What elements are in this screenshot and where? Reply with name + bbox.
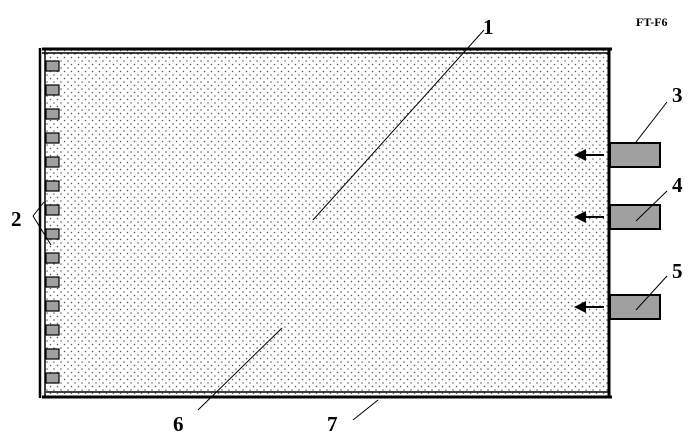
label-1: 1: [483, 15, 494, 39]
electrode-square: [45, 324, 60, 336]
label-6: 6: [173, 412, 184, 436]
electrode-square: [45, 132, 60, 144]
electrode-square: [45, 108, 60, 120]
label-5: 5: [672, 259, 683, 283]
electrode-square: [45, 276, 60, 288]
electrode-square: [45, 252, 60, 264]
dotted-fill: [46, 50, 608, 394]
electrode-square: [45, 228, 60, 240]
label-2: 2: [11, 207, 22, 231]
left-arrow-icon: [574, 211, 604, 223]
electrode-square: [45, 156, 60, 168]
outlet-tab-4: [609, 204, 661, 230]
label-3: 3: [672, 83, 683, 107]
electrode-square: [45, 204, 60, 216]
electrode-square: [45, 180, 60, 192]
leader-line-1: [312, 29, 485, 221]
leader-line-2b: [32, 215, 52, 246]
electrode-square: [45, 300, 60, 312]
leader-line-3: [635, 101, 668, 143]
label-4: 4: [672, 173, 683, 197]
electrode-square: [45, 348, 60, 360]
electrode-square: [45, 84, 60, 96]
left-arrow-icon: [574, 149, 604, 161]
leader-line-5: [635, 275, 668, 311]
outlet-tab-3: [609, 142, 661, 168]
leader-line-6: [197, 327, 283, 411]
leader-line-4: [635, 190, 668, 222]
electrode-square: [45, 372, 60, 384]
leader-line-7: [352, 399, 379, 421]
figure-code: FT-F6: [636, 15, 668, 29]
electrode-square: [45, 60, 60, 72]
outlet-tab-5: [609, 294, 661, 320]
left-electrodes: [45, 60, 60, 384]
left-arrow-icon: [574, 301, 604, 313]
leader-line-2a: [32, 201, 45, 217]
label-7: 7: [327, 412, 338, 436]
